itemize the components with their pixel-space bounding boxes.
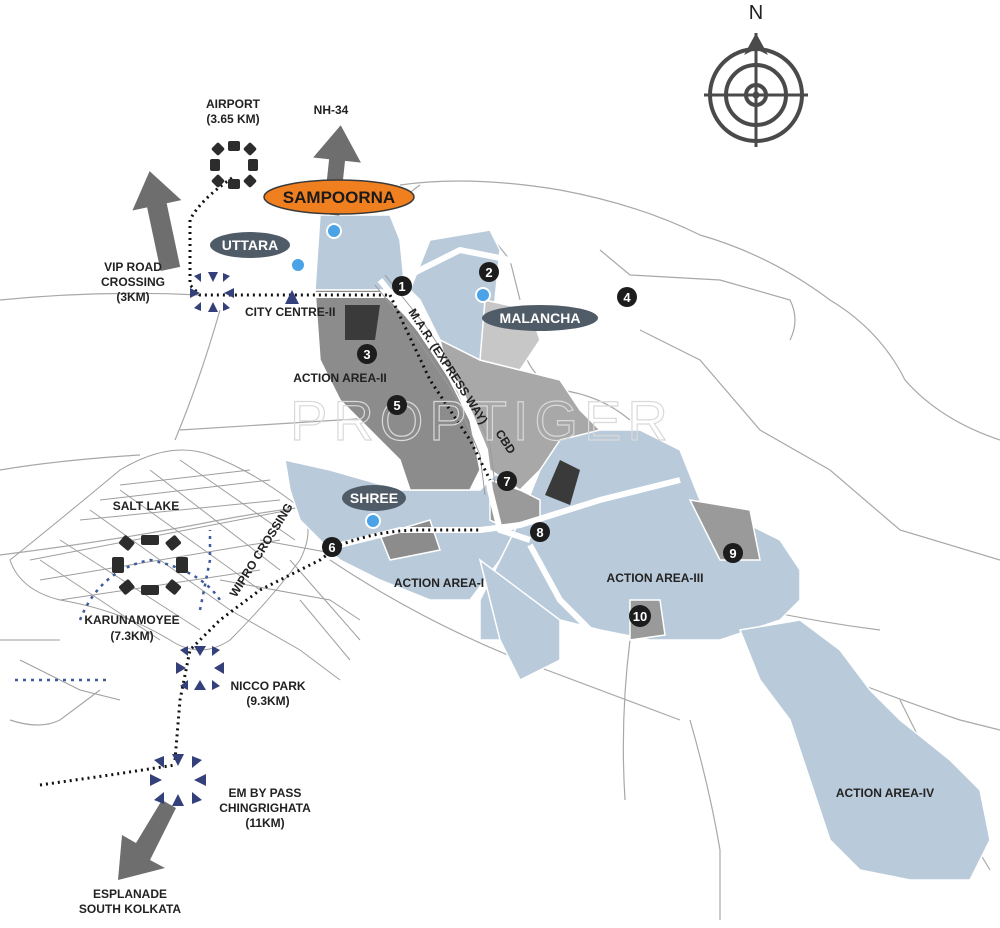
dark-blocks: [345, 305, 580, 505]
project-shree[interactable]: SHREE: [342, 485, 406, 511]
landmark-labels: AIRPORT (3.65 KM) NH-34 VIP ROAD CROSSIN…: [79, 97, 349, 916]
marker-10: 10: [629, 605, 651, 627]
project-uttara-label: UTTARA: [222, 237, 279, 253]
karunamoyee-label: KARUNAMOYEE: [84, 613, 179, 627]
area-aa4: [738, 619, 991, 881]
major-roads: [270, 246, 681, 643]
action-area-ii-label: ACTION AREA-II: [293, 371, 387, 385]
marker-5: 5: [387, 395, 407, 415]
location-pin-icon: [365, 513, 381, 529]
roundabout-airport-icon: [210, 141, 258, 189]
nh34-label: NH-34: [314, 103, 349, 117]
marker-3: 3: [357, 344, 377, 364]
watermark: PROPTIGER: [290, 389, 674, 452]
vip-road-distance: (3KM): [116, 290, 149, 304]
numbered-markers: 1 2 3 4 5 6 7 8 9 10: [322, 262, 743, 627]
action-area-iv-label: ACTION AREA-IV: [836, 786, 934, 800]
city-centre-label: CITY CENTRE-II: [245, 305, 335, 319]
svg-text:9: 9: [729, 546, 736, 561]
location-pin-icon: [290, 257, 306, 273]
city-centre-marker-icon: [285, 290, 299, 304]
svg-text:1: 1: [398, 279, 405, 294]
project-shree-label: SHREE: [350, 490, 398, 506]
em-bypass-label: EM BY PASS: [229, 786, 302, 800]
airport-distance: (3.65 KM): [206, 112, 259, 126]
svg-text:5: 5: [393, 398, 400, 413]
connection-routes: [39, 176, 492, 787]
svg-text:10: 10: [633, 609, 647, 624]
karunamoyee-route: [15, 530, 222, 682]
marker-9: 9: [723, 543, 743, 563]
action-area-iii-label: ACTION AREA-III: [607, 571, 704, 585]
marker-2: 2: [479, 262, 499, 282]
em-bypass-label-2: CHINGRIGHATA: [219, 801, 311, 815]
roundabout-salt-lake-icon: [112, 535, 188, 595]
project-name: SAMPOORNA: [283, 188, 395, 207]
action-area-i-label: ACTION AREA-I: [394, 576, 484, 590]
project-sampoorna[interactable]: SAMPOORNA: [263, 179, 415, 215]
background-roads: [0, 180, 1000, 920]
nicco-park-label: NICCO PARK: [230, 679, 305, 693]
project-malancha[interactable]: MALANCHA: [482, 305, 598, 331]
marker-8: 8: [530, 522, 550, 542]
svg-text:6: 6: [328, 540, 335, 555]
action-area-labels: ACTION AREA-II ACTION AREA-I ACTION AREA…: [293, 371, 934, 800]
area-aa3-south: [478, 558, 561, 682]
arrow-esplanade-icon: [118, 800, 176, 880]
marker-1: 1: [392, 276, 412, 296]
svg-text:8: 8: [536, 525, 543, 540]
roundabout-nicco-park-icon: [176, 646, 224, 690]
airport-label: AIRPORT: [206, 97, 261, 111]
major-roads-outline: [374, 274, 496, 496]
arrow-vip-road-icon: [132, 171, 182, 271]
esplanade-label: ESPLANADE: [93, 887, 167, 901]
em-bypass-distance: (11KM): [245, 816, 284, 830]
svg-text:2: 2: [485, 265, 492, 280]
marker-7: 7: [497, 471, 517, 491]
salt-lake-grid: [0, 449, 371, 701]
roundabout-vip-road-icon: [190, 272, 234, 312]
marker-4: 4: [617, 287, 637, 307]
compass-icon: N: [704, 2, 808, 147]
nicco-park-distance: (9.3KM): [246, 694, 289, 708]
location-pin-icon: [475, 287, 491, 303]
project-uttara[interactable]: UTTARA: [210, 232, 290, 258]
vip-road-label-2: CROSSING: [101, 275, 165, 289]
svg-text:7: 7: [503, 474, 510, 489]
project-location-dots: [290, 223, 491, 529]
svg-text:4: 4: [623, 290, 631, 305]
south-kolkata-label: SOUTH KOLKATA: [79, 902, 182, 916]
direction-arrows: [118, 125, 361, 880]
compass-north-label: N: [749, 2, 763, 24]
svg-text:3: 3: [363, 347, 370, 362]
karunamoyee-distance: (7.3KM): [110, 629, 153, 643]
marker-6: 6: [322, 537, 342, 557]
project-malancha-label: MALANCHA: [500, 310, 581, 326]
arrow-nh34-icon: [313, 125, 361, 216]
salt-lake-label: SALT LAKE: [113, 499, 179, 513]
roundabout-em-bypass-icon: [150, 754, 206, 806]
location-pin-icon: [326, 223, 342, 239]
vip-road-label: VIP ROAD: [104, 260, 162, 274]
